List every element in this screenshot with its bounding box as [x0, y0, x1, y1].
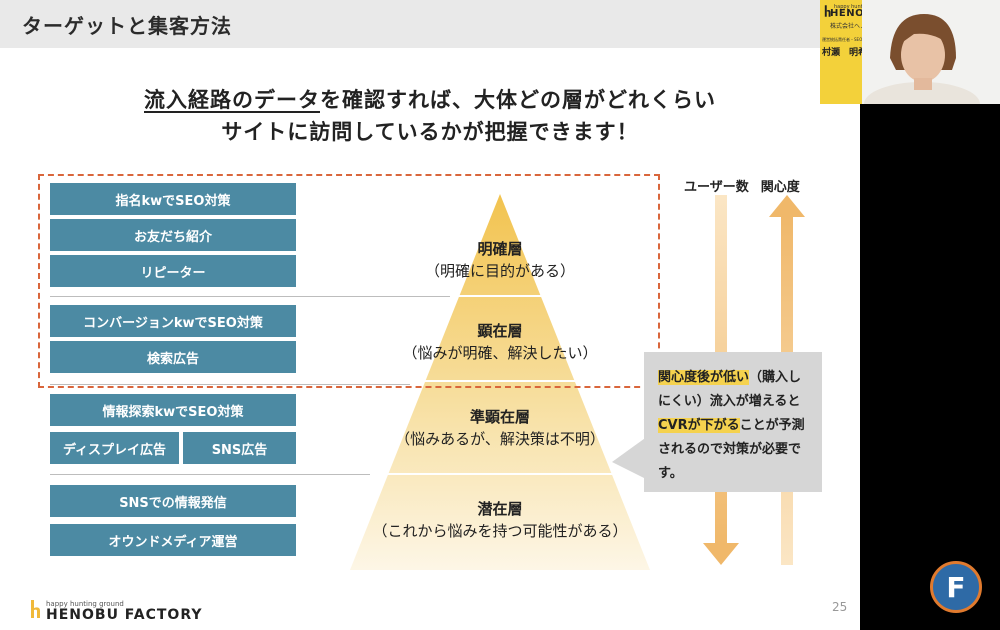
group-divider	[50, 474, 370, 475]
pyramid-tier-4: 潜在層 （これから悩みを持つ可能性がある）	[360, 498, 640, 542]
footer-tagline: happy hunting ground	[46, 600, 124, 608]
tier-2-desc: （悩みが明確、解決したい）	[402, 344, 598, 362]
f-button-label: F	[946, 570, 966, 604]
card-logo-icon	[824, 5, 831, 17]
headline-line1-rest: を確認すれば、大体どの層がどれくらい	[320, 88, 716, 112]
tier-3-name: 準顕在層	[469, 408, 530, 426]
slide-title: ターゲットと集客方法	[22, 14, 232, 38]
headline-line1: 流入経路のデータを確認すれば、大体どの層がどれくらい	[0, 84, 860, 114]
speaker-card-accent	[820, 0, 862, 104]
slide: ターゲットと集客方法 流入経路のデータを確認すれば、大体どの層がどれくらい サイ…	[0, 0, 860, 630]
tag-info-seo: 情報探索kwでSEO対策	[50, 394, 296, 426]
pyramid-tier-3: 準顕在層 （悩みあるが、解決策は不明）	[380, 406, 620, 450]
webcam-feed	[862, 0, 1000, 104]
callout-text-1: （購入しにくい）流入が増えると	[658, 370, 802, 409]
headline-line2: サイトに訪問しているかが把握できます！	[221, 120, 639, 144]
callout-tail	[612, 436, 648, 480]
callout-highlight-2: CVRが下がる	[658, 418, 740, 433]
card-tagline: happy hunting ground	[834, 4, 890, 10]
callout-box: 関心度後が低い（購入しにくい）流入が増えると CVRが下がることが予測されるので対…	[644, 352, 822, 492]
tag-sns-posting: SNSでの情報発信	[50, 485, 296, 517]
speaker-name: 村瀬 明希	[822, 48, 868, 58]
slide-header	[0, 0, 860, 48]
card-role: 運営統括責任者・SEOコンサルタント	[822, 37, 891, 42]
axis-labels: ユーザー数関心度	[684, 176, 812, 195]
axis-label-interest: 関心度	[760, 180, 800, 195]
tag-sns-ads: SNS広告	[183, 432, 296, 464]
tier-4-name: 潜在層	[477, 500, 523, 518]
tag-owned-media: オウンドメディア運営	[50, 524, 296, 556]
pyramid-tier-2: 顕在層 （悩みが明確、解決したい）	[380, 320, 620, 364]
tag-search-ads: 検索広告	[50, 341, 296, 373]
tag-branded-seo: 指名kwでSEO対策	[50, 183, 296, 215]
tag-repeater: リピーター	[50, 255, 296, 287]
tier-2-name: 顕在層	[477, 322, 523, 340]
tag-display-ads: ディスプレイ広告	[50, 432, 179, 464]
tier-1-name: 明確層	[477, 240, 523, 258]
pyramid-tier-1: 明確層 （明確に目的がある）	[380, 238, 620, 282]
axis-label-users: ユーザー数	[684, 180, 749, 195]
callout-highlight-1: 関心度後が低い	[658, 370, 750, 385]
tier-3-desc: （悩みあるが、解決策は不明）	[395, 430, 605, 448]
headline-underlined: 流入経路のデータ	[144, 88, 320, 112]
tier-1-desc: （明確に目的がある）	[424, 262, 575, 280]
page-number: 25	[832, 600, 848, 614]
footer-brand: HENOBU FACTORY	[46, 607, 203, 623]
group-divider	[50, 296, 450, 297]
callout-text-2: ことが予測されるので対策が必要です。	[658, 418, 805, 481]
tier-4-desc: （これから悩みを持つ可能性がある）	[372, 522, 628, 540]
group-divider	[50, 384, 410, 385]
tag-conversion-seo: コンバージョンkwでSEO対策	[50, 305, 296, 337]
brand-logo-icon	[31, 600, 40, 618]
f-logo-icon[interactable]: F	[930, 561, 982, 613]
dashed-highlight-box	[38, 174, 660, 388]
presenter-image	[862, 0, 1000, 104]
tag-referral: お友だち紹介	[50, 219, 296, 251]
